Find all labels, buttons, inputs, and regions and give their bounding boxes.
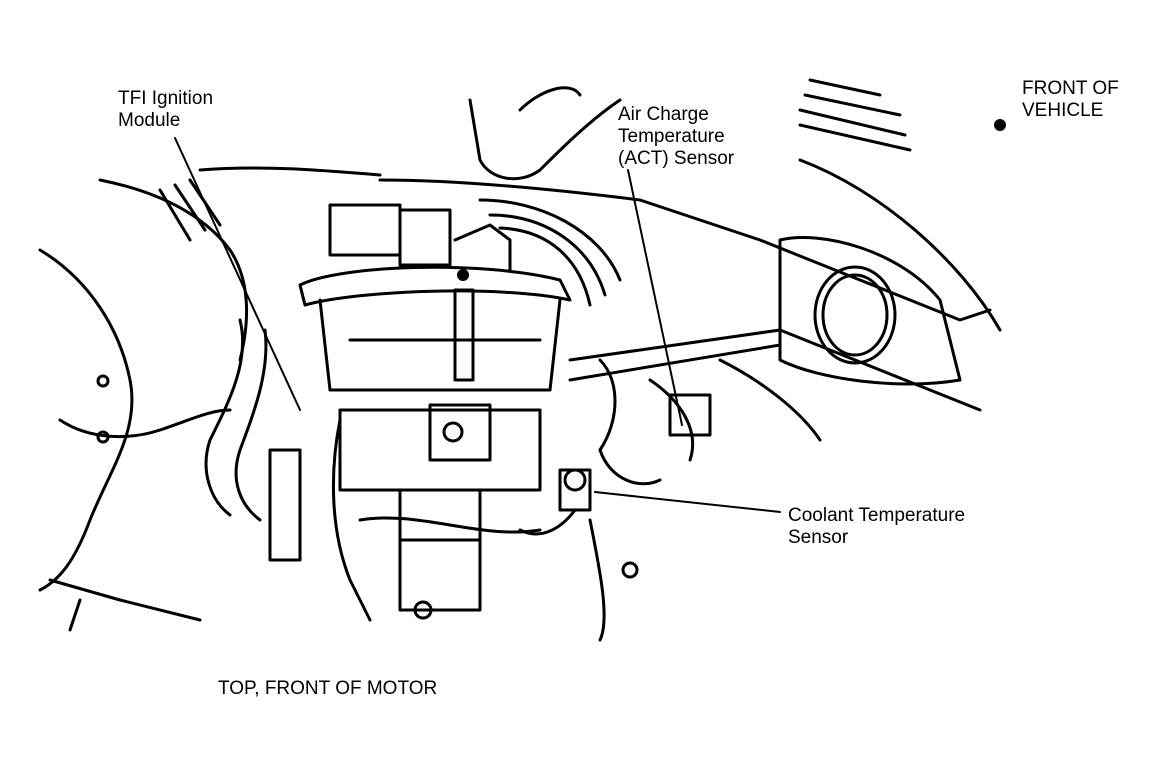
spark-plug-wires	[378, 178, 642, 307]
act-label-line-1: Air Charge	[618, 104, 709, 125]
coolant-temperature-sensor-label: Coolant Temperature Sensor	[788, 505, 965, 549]
act-label-line-2: Temperature	[618, 126, 725, 147]
air-intake	[568, 78, 1002, 412]
front-label-line-2: VEHICLE	[1022, 100, 1104, 121]
left-engine-bay-outline	[38, 178, 248, 632]
tfi-label-line-1: TFI Ignition	[118, 88, 214, 109]
front-of-vehicle-label: FRONT OF VEHICLE	[1022, 78, 1119, 122]
top-hoses	[198, 86, 622, 181]
act-label-line-3: (ACT) Sensor	[618, 148, 735, 169]
diagram-caption: TOP, FRONT OF MOTOR	[218, 678, 438, 699]
coolant-sensor-body	[518, 468, 639, 642]
front-direction-dot	[994, 119, 1006, 131]
tfi-ignition-module-label: TFI Ignition Module	[118, 88, 213, 132]
distributor-cap	[298, 203, 572, 392]
distributor-body	[338, 403, 542, 620]
front-label-line-1: FRONT OF	[1022, 78, 1119, 99]
act-sensor-body	[598, 358, 822, 486]
act-sensor-label: Air Charge Temperature (ACT) Sensor	[618, 104, 734, 170]
coolant-label-line-2: Sensor	[788, 527, 849, 548]
leader-lines	[174, 137, 781, 513]
tfi-harness	[204, 318, 542, 622]
coolant-label-line-1: Coolant Temperature	[788, 505, 966, 526]
tfi-label-line-2: Module	[118, 110, 181, 131]
